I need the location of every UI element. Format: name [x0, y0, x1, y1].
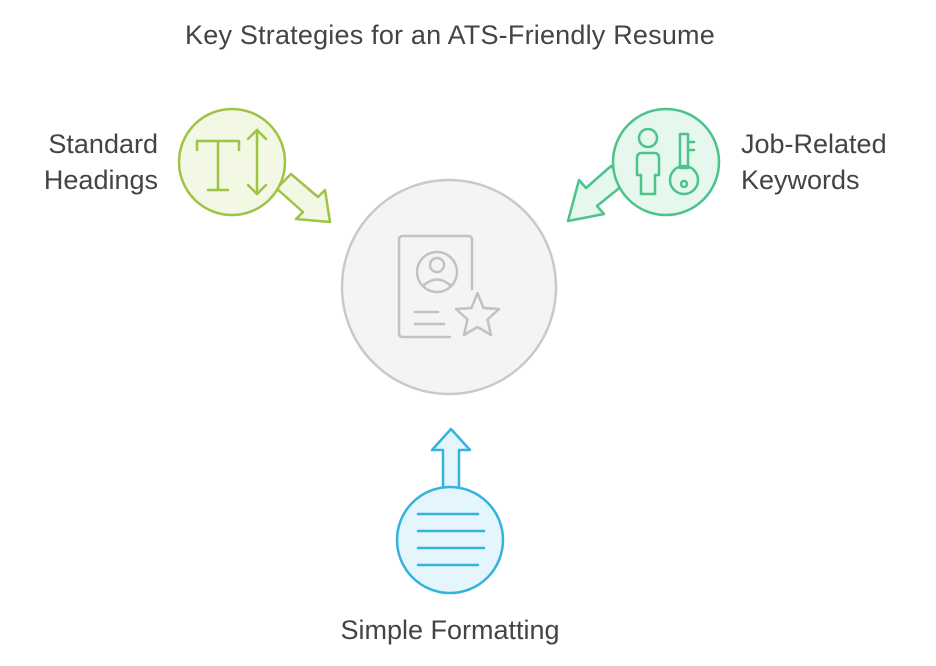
person-key-icon [635, 127, 700, 196]
center-node [340, 178, 558, 396]
simple-formatting-arrow [430, 427, 472, 491]
job-related-keywords-label-line-2: Keywords [741, 165, 860, 195]
text-lines-icon [416, 512, 486, 567]
standard-headings-label: Standard Headings [44, 126, 158, 198]
job-related-keywords-label: Job-Related Keywords [741, 126, 887, 198]
simple-formatting-label: Simple Formatting [0, 612, 900, 648]
job-related-keywords-arrow [566, 164, 625, 223]
resume-star-icon [397, 234, 501, 339]
diagram-title: Key Strategies for an ATS-Friendly Resum… [185, 20, 715, 50]
simple-formatting-label-line-1: Simple Formatting [340, 615, 560, 645]
standard-headings-arrow [274, 172, 332, 224]
standard-headings-circle [177, 107, 287, 217]
job-related-keywords-circle [611, 107, 721, 217]
text-height-icon [195, 128, 268, 196]
simple-formatting-circle [395, 485, 505, 595]
standard-headings-node [177, 107, 332, 224]
job-related-keywords-label-line-1: Job-Related [741, 129, 887, 159]
simple-formatting-node [395, 427, 505, 595]
job-related-keywords-node [566, 107, 721, 223]
standard-headings-label-line-2: Headings [43, 165, 158, 195]
standard-headings-label-line-1: Standard [48, 129, 158, 159]
